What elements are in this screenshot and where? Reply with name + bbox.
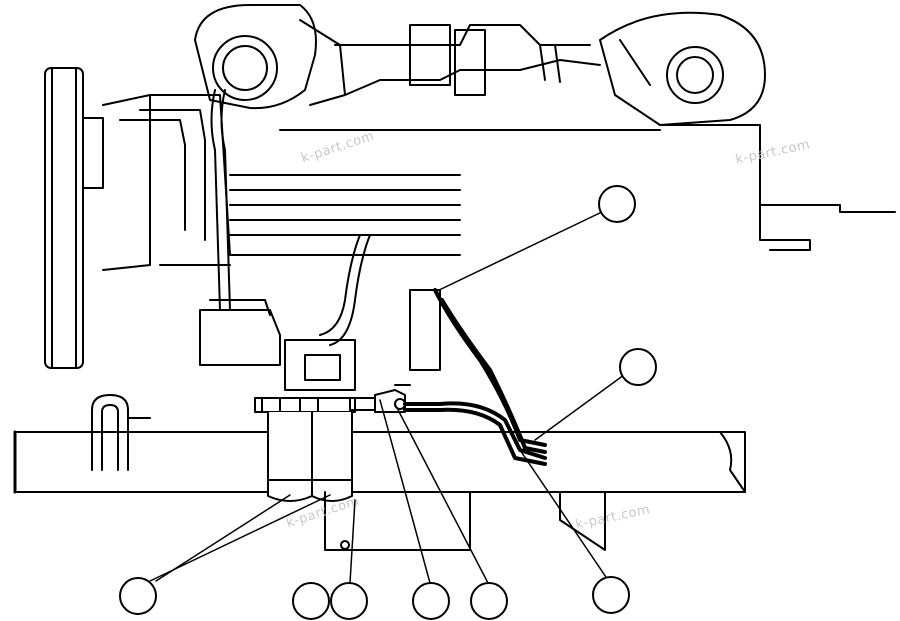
fuel-pump-assembly — [199, 234, 371, 391]
frame-rail — [13, 430, 746, 494]
callout-circle-2 — [619, 348, 657, 386]
callout-circle-6 — [330, 582, 368, 620]
engine-block — [149, 94, 896, 371]
callout-circle-5 — [412, 582, 450, 620]
mounting-bracket — [324, 491, 606, 551]
fuel-filters — [254, 397, 356, 502]
turbocharger-left — [194, 4, 346, 110]
callout-circles — [119, 185, 657, 620]
hose-fittings — [349, 384, 411, 413]
hoses — [403, 288, 547, 466]
u-clamp — [91, 394, 151, 471]
fan-pulley — [44, 67, 151, 369]
leader-lines — [149, 209, 629, 584]
callout-circle-8 — [119, 577, 157, 615]
fuel-lines — [119, 89, 231, 311]
exhaust-crossover-pipe — [334, 24, 601, 96]
callout-circle-7 — [292, 582, 330, 620]
turbocharger-right — [599, 11, 766, 126]
callout-circle-3 — [592, 576, 630, 614]
callout-circle-1 — [598, 185, 636, 223]
callout-circle-4 — [470, 582, 508, 620]
